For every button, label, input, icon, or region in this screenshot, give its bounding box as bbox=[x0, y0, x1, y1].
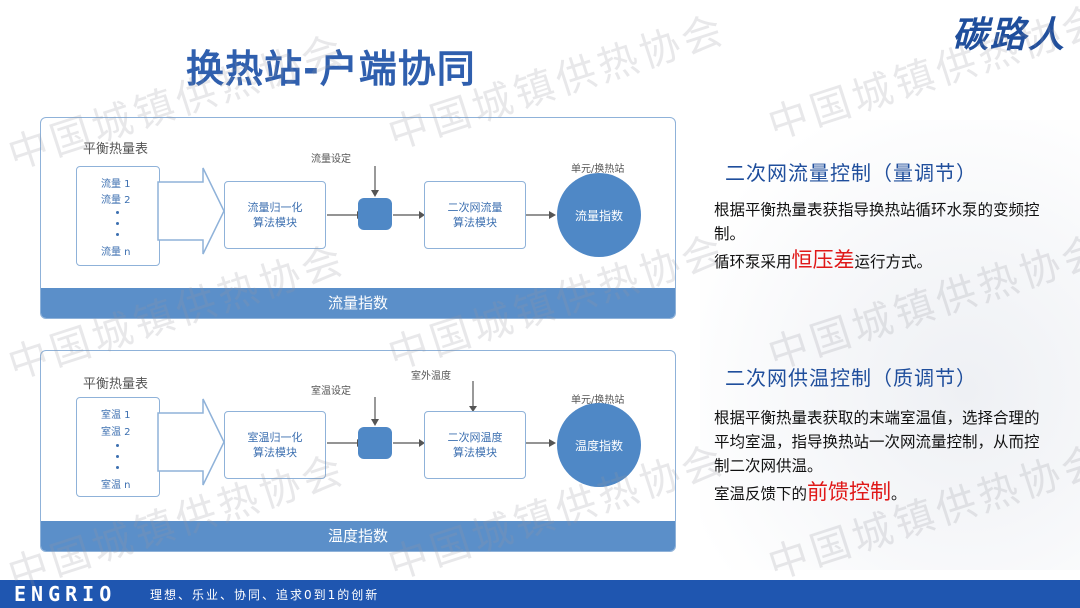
text-segment: 室温反馈下的 bbox=[714, 485, 808, 503]
description-line: 循环泵采用恒压差运行方式。 bbox=[714, 248, 1044, 274]
highlight-text: 恒压差 bbox=[791, 248, 855, 272]
flow-connectors bbox=[157, 166, 556, 255]
meter-box-title: 平衡热量表 bbox=[83, 142, 149, 157]
controller-block bbox=[358, 198, 392, 230]
panel-footer-bar: 流量指数 bbox=[41, 288, 675, 318]
ellipsis-dot bbox=[116, 233, 119, 236]
outdoor-temp-label: 室外温度 bbox=[411, 371, 451, 382]
arrow-head bbox=[549, 211, 556, 219]
arrow-head bbox=[469, 406, 477, 412]
meter-item: 流量 2 bbox=[101, 195, 131, 206]
panel-footer-bar: 温度指数 bbox=[41, 521, 675, 551]
temperature-control-description: 根据平衡热量表获取的末端室温值，选择合理的平均室温，指导换热站一次网流量控制，从… bbox=[714, 406, 1049, 506]
meter-item: 室温 1 bbox=[101, 410, 131, 421]
footer-slogan: 理想、乐业、协同、追求0到1的创新 bbox=[150, 588, 380, 602]
text-segment: 运行方式。 bbox=[854, 253, 933, 271]
ellipsis-dot bbox=[116, 444, 119, 447]
brand-logo: 碳路人 bbox=[951, 15, 1066, 56]
secondary-network-module: 二次网温度 算法模块 bbox=[424, 411, 526, 479]
input-arrow bbox=[157, 398, 225, 486]
module-line: 算法模块 bbox=[453, 446, 497, 459]
ellipsis-dot bbox=[116, 455, 119, 458]
highlight-text: 前馈控制 bbox=[807, 480, 892, 504]
background-tint bbox=[700, 120, 1080, 570]
temperature-control-panel: 平衡热量表 室温 1 室温 2 室温 n 室温归一化 算法模块 室温设定 室外温… bbox=[40, 350, 676, 552]
meter-list-box: 流量 1 流量 2 流量 n bbox=[76, 166, 160, 266]
normalize-module: 流量归一化 算法模块 bbox=[224, 181, 326, 249]
text-segment: 循环泵采用 bbox=[714, 253, 792, 271]
flow-control-panel: 平衡热量表 流量 1 流量 2 流量 n 流量归一化 算法模块 流量设定 二次网… bbox=[40, 117, 676, 319]
setpoint-label: 室温设定 bbox=[311, 386, 351, 397]
station-label: 单元/换热站 bbox=[571, 395, 625, 406]
index-circle: 流量指数 bbox=[557, 173, 641, 257]
index-circle: 温度指数 bbox=[557, 403, 641, 487]
arrow-head bbox=[371, 190, 379, 197]
module-line: 算法模块 bbox=[253, 446, 297, 459]
module-line: 二次网流量 bbox=[447, 201, 503, 214]
module-line: 算法模块 bbox=[453, 216, 497, 229]
module-line: 算法模块 bbox=[253, 216, 297, 229]
normalize-module: 室温归一化 算法模块 bbox=[224, 411, 326, 479]
meter-item: 流量 1 bbox=[101, 179, 131, 190]
footer-bar: ENGRIO 理想、乐业、协同、追求0到1的创新 bbox=[0, 580, 1080, 608]
arrow-head bbox=[419, 211, 425, 219]
slide-title: 换热站-户端协同 bbox=[186, 47, 476, 91]
temperature-control-heading: 二次网供温控制（质调节） bbox=[725, 366, 977, 390]
text-segment: 。 bbox=[891, 485, 907, 503]
ellipsis-dot bbox=[116, 211, 119, 214]
controller-block bbox=[358, 427, 392, 459]
description-line: 室温反馈下的前馈控制。 bbox=[714, 480, 1049, 506]
description-line: 根据平衡热量表获取的末端室温值，选择合理的平均室温，指导换热站一次网流量控制，从… bbox=[714, 409, 1040, 475]
module-line: 流量归一化 bbox=[247, 201, 303, 214]
arrow-head bbox=[371, 419, 379, 426]
module-line: 室温归一化 bbox=[247, 431, 303, 444]
input-arrow bbox=[157, 167, 225, 255]
station-label: 单元/换热站 bbox=[571, 164, 625, 175]
setpoint-label: 流量设定 bbox=[311, 154, 351, 165]
meter-list-box: 室温 1 室温 2 室温 n bbox=[76, 397, 160, 497]
ellipsis-dot bbox=[116, 222, 119, 225]
module-line: 二次网温度 bbox=[447, 431, 503, 444]
flow-control-description: 根据平衡热量表获指导换热站循环水泵的变频控制。 循环泵采用恒压差运行方式。 bbox=[714, 198, 1044, 274]
meter-item: 流量 n bbox=[101, 247, 131, 258]
flow-control-heading: 二次网流量控制（量调节） bbox=[725, 161, 977, 185]
ellipsis-dot bbox=[116, 466, 119, 469]
meter-item: 室温 2 bbox=[101, 427, 131, 438]
secondary-network-module: 二次网流量 算法模块 bbox=[424, 181, 526, 249]
arrow-head bbox=[419, 439, 425, 447]
temperature-connectors bbox=[157, 381, 556, 486]
meter-item: 室温 n bbox=[101, 480, 131, 491]
meter-box-title: 平衡热量表 bbox=[83, 377, 149, 392]
arrow-head bbox=[549, 439, 556, 447]
description-line: 根据平衡热量表获指导换热站循环水泵的变频控制。 bbox=[714, 201, 1040, 243]
footer-brand: ENGRIO bbox=[14, 582, 117, 606]
